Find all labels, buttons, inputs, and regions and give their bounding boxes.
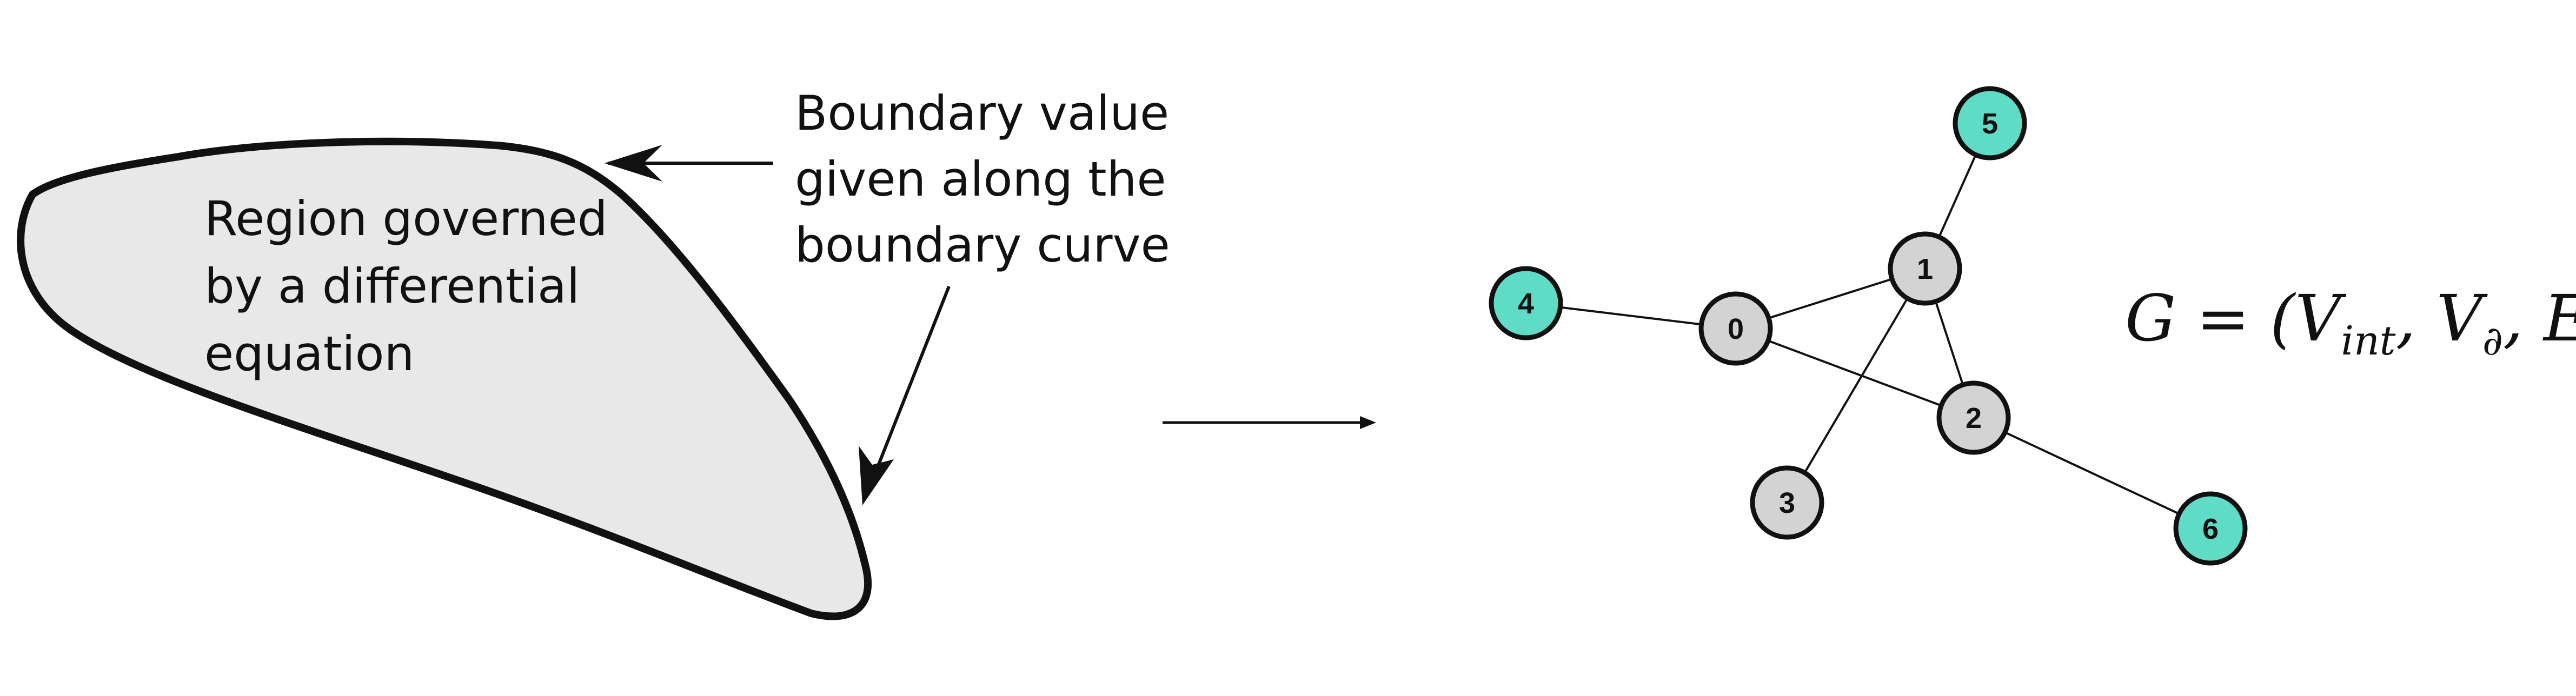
graph-edges [1525, 123, 2211, 530]
graph-node-circle-3 [1750, 465, 1824, 540]
graph-node-3: 3 [1750, 465, 1824, 540]
region-label: Region governed by a differential equati… [204, 191, 608, 382]
region-shape [17, 137, 872, 620]
graph-node-label-2: 2 [1966, 402, 1982, 434]
graph-node-circle-2 [1936, 380, 2011, 455]
graph-edge-0-2 [1735, 327, 1974, 419]
region-label-line-2: by a differential [204, 258, 580, 314]
graph-edge-2-6 [1973, 417, 2211, 530]
formula-sub-boundary: ∂ [2482, 318, 2503, 364]
graph-node-label-5: 5 [1982, 108, 1998, 140]
formula-mid: , V [2395, 281, 2488, 356]
graph-edge-1-3 [1786, 267, 1926, 504]
graph-node-label-4: 4 [1518, 287, 1534, 320]
graph-node-circle-1 [1888, 231, 1962, 306]
graph-node-label-1: 1 [1917, 253, 1933, 285]
formula-sub-int: int [2341, 318, 2395, 364]
graph-node-2: 2 [1936, 380, 2011, 455]
boundary-arrows [605, 145, 951, 505]
region-label-line-3: equation [204, 326, 414, 382]
graph-node-4: 4 [1489, 266, 1563, 340]
boundary-arrow-lower [866, 285, 951, 493]
boundary-note-line-3: boundary curve [795, 217, 1170, 273]
region-label-line-1: Region governed [204, 191, 608, 246]
graph-node-label-6: 6 [2202, 513, 2219, 545]
graph-node-circle-0 [1698, 291, 1773, 366]
graph-nodes: 0 1 2 3 4 5 6 [1489, 86, 2248, 566]
boundary-arrow-lower-head [859, 446, 894, 505]
boundary-note-line-2: given along the [795, 151, 1166, 207]
boundary-note: Boundary value given along the boundary … [795, 85, 1170, 273]
graph-node-label-3: 3 [1779, 487, 1795, 519]
boundary-note-line-1: Boundary value [795, 85, 1169, 141]
formula-main: G = (V [2125, 281, 2347, 356]
graph-node-5: 5 [1953, 86, 2027, 160]
graph-node-0: 0 [1698, 291, 1773, 366]
boundary-arrow-upper-head [605, 145, 662, 182]
graph-formula: G = (Vint, V∂, E) [2125, 281, 2576, 364]
graph-node-circle-4 [1489, 266, 1563, 340]
graph-node-6: 6 [2173, 491, 2248, 566]
graph-node-1: 1 [1888, 231, 1962, 306]
formula-end: , E) [2503, 281, 2576, 356]
graph-node-label-0: 0 [1728, 313, 1744, 345]
transform-arrow [1163, 416, 1376, 429]
graph-node-circle-5 [1953, 86, 2027, 160]
graph-node-circle-6 [2173, 491, 2248, 566]
